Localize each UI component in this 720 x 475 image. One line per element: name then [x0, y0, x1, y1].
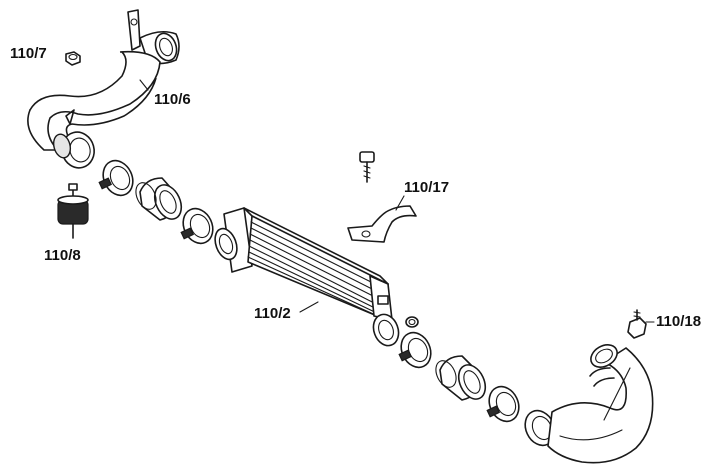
callout-110-18: 110/18 — [656, 313, 702, 330]
o-ring — [405, 316, 419, 328]
sleeve-right — [435, 355, 487, 401]
clamp-left-2 — [180, 207, 214, 245]
lower-right-hose — [524, 344, 654, 464]
part-110-18-bolt — [627, 309, 647, 339]
part-110-2-intercooler — [214, 207, 400, 347]
part-110-7-nut — [65, 51, 81, 66]
callout-110-2: 110/2 — [254, 305, 291, 322]
sleeve-left — [135, 177, 183, 221]
clamp-right-2 — [486, 385, 520, 423]
clamp-left-1 — [98, 159, 134, 197]
leader-lines — [139, 79, 655, 421]
callout-110-8: 110/8 — [44, 247, 81, 264]
part-110-8-rubber-mount — [57, 183, 89, 239]
callout-110-7: 110/7 — [10, 45, 47, 62]
clamp-right-1 — [398, 331, 432, 369]
callout-110-17: 110/17 — [404, 179, 450, 196]
part-110-6-upper-hose — [27, 9, 180, 169]
part-110-17-bracket — [347, 151, 417, 243]
callout-110-6: 110/6 — [154, 91, 191, 108]
